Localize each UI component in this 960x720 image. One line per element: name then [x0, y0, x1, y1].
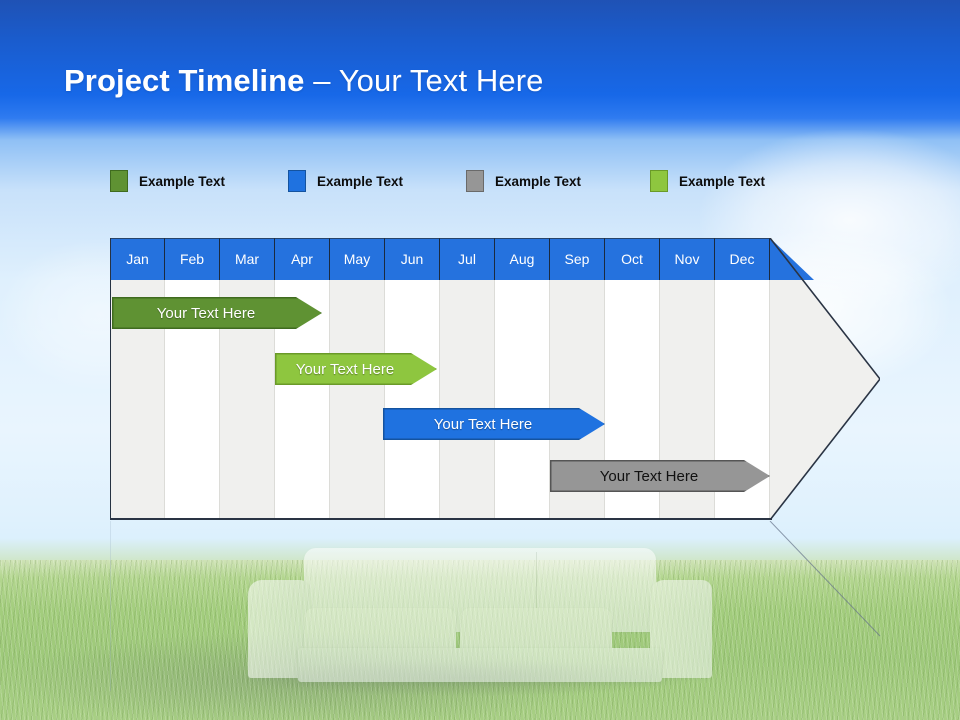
sofa-base [298, 648, 662, 682]
month-header-cell: May [330, 238, 385, 280]
legend-color-swatch [466, 170, 484, 192]
legend-item-label: Example Text [495, 173, 582, 189]
legend-item[interactable]: Example Text [288, 170, 403, 192]
page-title-rest: – Your Text Here [304, 63, 544, 98]
task-bar-shape [550, 460, 770, 492]
month-header-cell: Jan [110, 238, 165, 280]
task-bar[interactable]: Your Text Here [112, 297, 322, 329]
month-header-cell: Nov [660, 238, 715, 280]
timeline-column [495, 280, 550, 520]
task-bar-label: Your Text Here [295, 360, 395, 378]
task-bar[interactable]: Your Text Here [550, 460, 770, 492]
page-title-strong: Project Timeline [64, 63, 305, 98]
month-header-cell: Aug [495, 238, 550, 280]
month-header-tail [770, 238, 814, 280]
task-bar-label: Your Text Here [156, 304, 256, 322]
month-header-cell: Mar [220, 238, 275, 280]
task-bar-shape [275, 353, 437, 385]
sofa-cushion-left [304, 608, 456, 654]
timeline-column [385, 280, 440, 520]
month-header-cell: Apr [275, 238, 330, 280]
task-bar-shape [112, 297, 322, 329]
timeline-column [330, 280, 385, 520]
task-bar[interactable]: Your Text Here [383, 408, 605, 440]
legend-item-label: Example Text [679, 173, 766, 189]
timeline-baseline [110, 518, 772, 520]
month-header-cell: Jul [440, 238, 495, 280]
legend: Example Text Example Text Example Text E… [110, 170, 870, 196]
sofa-image [248, 548, 712, 688]
legend-color-swatch [110, 170, 128, 192]
month-header-cell: Dec [715, 238, 770, 280]
task-bar-label: Your Text Here [433, 415, 533, 433]
legend-item-label: Example Text [139, 173, 226, 189]
legend-item-label: Example Text [317, 173, 404, 189]
task-bar-label: Your Text Here [599, 467, 699, 485]
month-header-cell: Sep [550, 238, 605, 280]
legend-item[interactable]: Example Text [650, 170, 765, 192]
legend-color-swatch [288, 170, 306, 192]
task-bar[interactable]: Your Text Here [275, 353, 437, 385]
page-title: Project Timeline – Your Text Here [64, 60, 543, 102]
task-bar-shape [383, 408, 605, 440]
sofa-cushion-right [460, 608, 612, 654]
timeline-column [440, 280, 495, 520]
sofa-seam [536, 552, 537, 626]
month-header-cell: Oct [605, 238, 660, 280]
legend-item[interactable]: Example Text [466, 170, 581, 192]
legend-color-swatch [650, 170, 668, 192]
month-header-cell: Feb [165, 238, 220, 280]
month-header-cell: Jun [385, 238, 440, 280]
legend-item[interactable]: Example Text [110, 170, 225, 192]
